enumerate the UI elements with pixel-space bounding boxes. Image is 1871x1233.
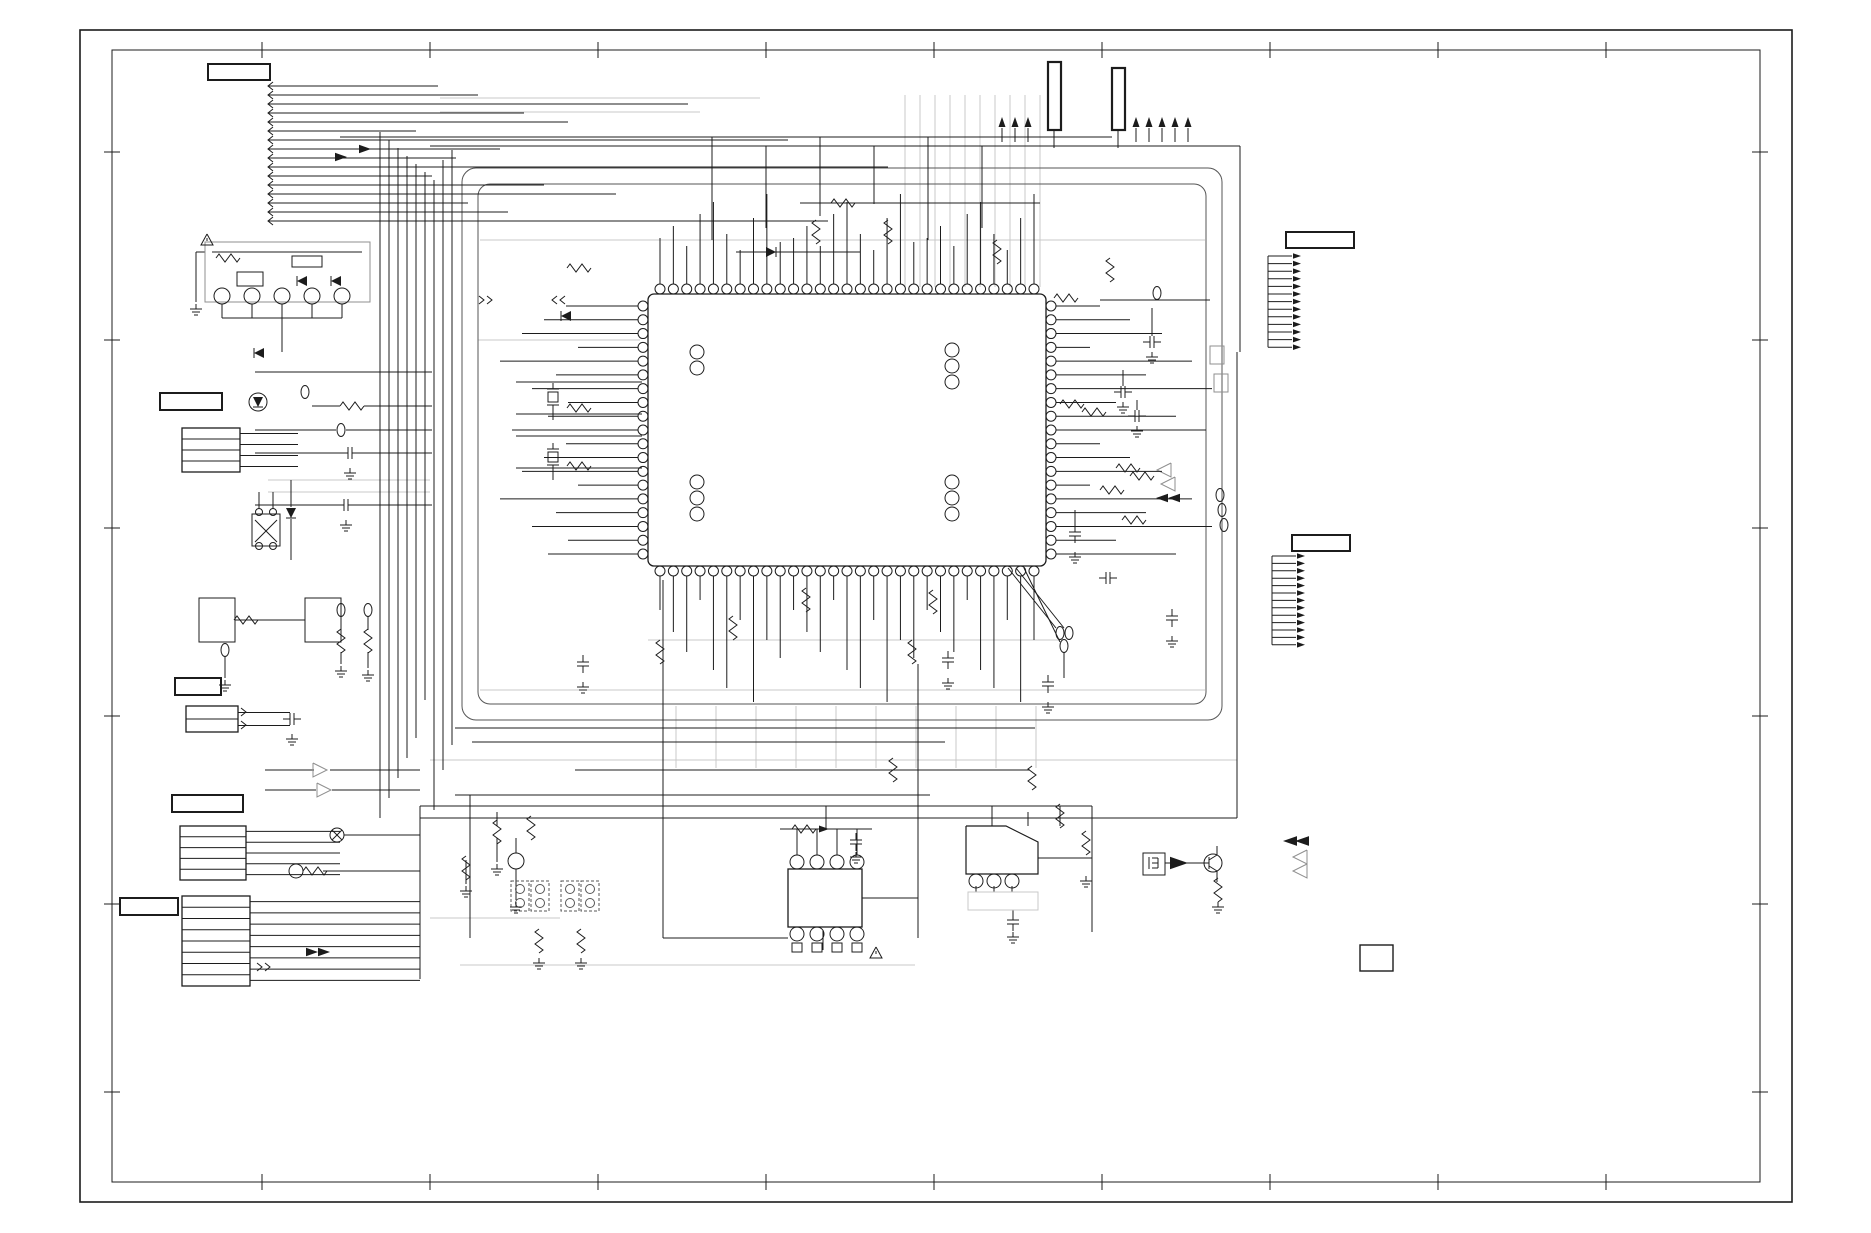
discrete-components (190, 117, 1309, 972)
connector-block (181, 427, 298, 473)
jack-component (965, 825, 1039, 889)
wiring-buses (267, 81, 888, 818)
wiring-faint (268, 95, 1237, 966)
connector-block (185, 705, 290, 733)
page-frame (79, 29, 1793, 1203)
signal-fan (1267, 253, 1301, 350)
connector-block (179, 825, 340, 881)
connector-block (181, 895, 420, 987)
shield-outline (461, 167, 1223, 721)
corner-box (1359, 944, 1394, 972)
signal-fan (1271, 553, 1305, 648)
ic-8pin (787, 854, 865, 942)
main-ic (500, 194, 1212, 702)
label-boxes (119, 63, 1355, 916)
dashed-components (510, 880, 600, 912)
reference-ticks (104, 42, 1768, 1190)
top-connector-bars (1046, 60, 1127, 132)
